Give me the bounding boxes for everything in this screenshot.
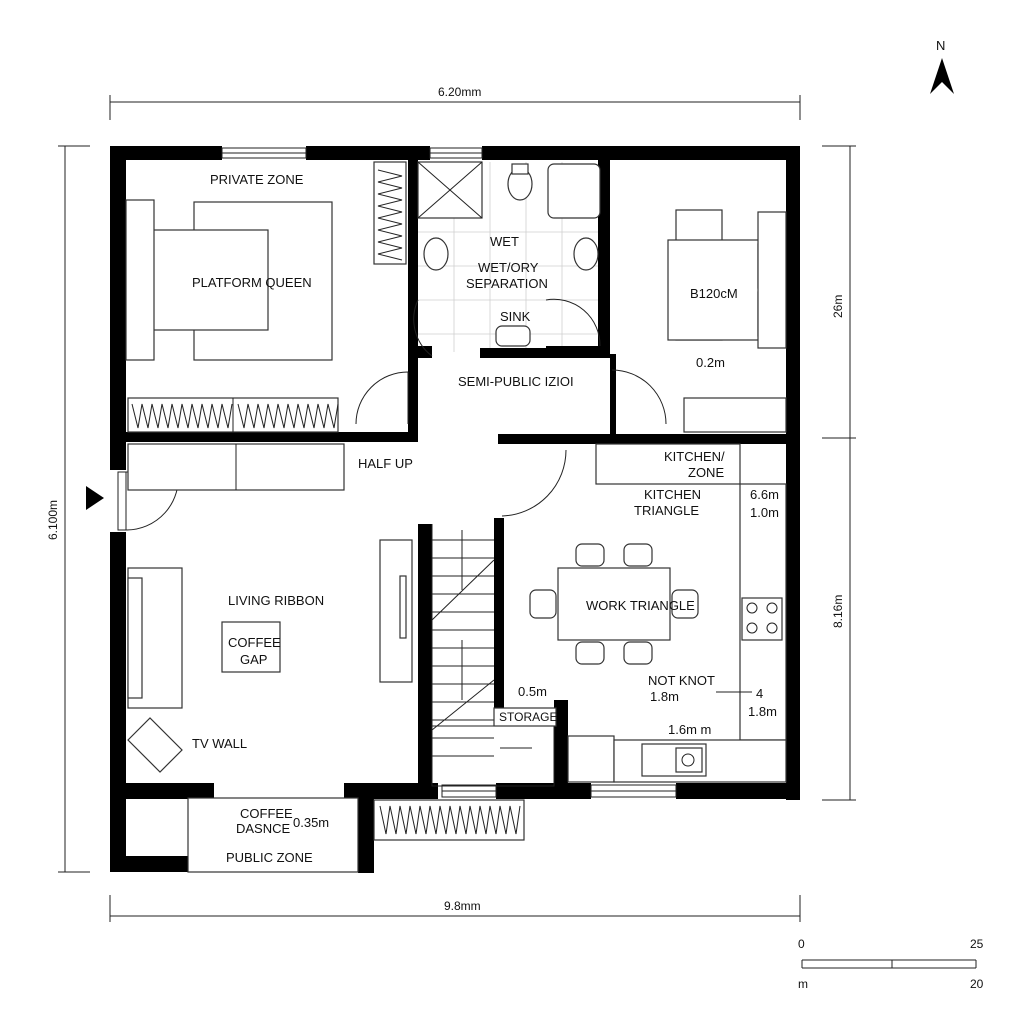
dimension-right-upper: 26m (831, 295, 845, 318)
scale-bar (801, 959, 977, 969)
label-kitchen-dim-2: 1.0m (750, 505, 779, 520)
label-bedroom-2: B120cM (690, 286, 738, 301)
dimension-lines (58, 95, 856, 922)
bedroom-1-furniture (125, 161, 407, 433)
label-kitchen-triangle-1: KITCHEN (644, 487, 701, 502)
label-living-ribbon: LIVING RIBBON (228, 593, 324, 608)
kitchen-furniture (529, 443, 787, 783)
label-kitchen-zone-1: KITCHEN/ (664, 449, 725, 464)
living-furniture (127, 443, 413, 773)
storage-tag (493, 707, 557, 727)
bathroom-fixtures (417, 161, 601, 347)
entrance-arrow-icon (86, 486, 104, 510)
label-wet: WET (490, 234, 519, 249)
scale-end-top: 25 (970, 937, 984, 951)
staircase (431, 524, 555, 787)
label-public-zone: PUBLIC ZONE (226, 850, 313, 865)
label-dim-1-6: 1.6m m (668, 722, 711, 737)
label-coffee-dasnce-dim: 0.35m (293, 815, 329, 830)
label-coffee-dasnce-1: COFFEE (240, 806, 293, 821)
label-kitchen-zone-2: ZONE (688, 465, 724, 480)
dimension-bottom: 9.8mm (444, 899, 481, 913)
compass-label: N (936, 38, 945, 53)
scale-start: 0 (798, 937, 805, 951)
doors (117, 298, 667, 531)
public-zone-furniture (187, 797, 525, 873)
scale-end-bottom: 20 (970, 977, 984, 991)
label-marker-4: 4 (756, 686, 763, 701)
dimension-right-lower: 8.16m (831, 595, 845, 628)
label-dim-1-8: 1.8m (748, 704, 777, 719)
label-storage: STORAGE (499, 710, 557, 724)
north-arrow-icon (930, 58, 954, 94)
label-not-knot: NOT KNOT (648, 673, 715, 688)
label-platform-queen: PLATFORM QUEEN (192, 275, 312, 290)
label-wet-dry: WET/ORY (478, 260, 539, 275)
label-sink: SINK (500, 309, 531, 324)
label-work-triangle: WORK TRIANGLE (586, 598, 695, 613)
label-kitchen-triangle-2: TRIANGLE (634, 503, 699, 518)
label-private-zone: PRIVATE ZONE (210, 172, 304, 187)
windows (221, 147, 677, 798)
dimension-top: 6.20mm (438, 85, 481, 99)
label-half-up: HALF UP (358, 456, 413, 471)
label-separation: SEPARATION (466, 276, 548, 291)
label-coffee-gap-1: COFFEE (228, 635, 281, 650)
label-coffee-gap-2: GAP (240, 652, 267, 667)
label-tv-wall: TV WALL (192, 736, 247, 751)
bedroom-2-furniture (667, 209, 787, 433)
label-bedroom-2-dim: 0.2m (696, 355, 725, 370)
dimension-left: 6.100m (46, 500, 60, 540)
label-kitchen-dim-1: 6.6m (750, 487, 779, 502)
walls (110, 146, 800, 873)
scale-unit: m (798, 977, 808, 991)
label-not-knot-dim: 1.8m (650, 689, 679, 704)
label-dim-0-5: 0.5m (518, 684, 547, 699)
label-coffee-dasnce-2: DASNCE (236, 821, 291, 836)
label-semi-public: SEMI-PUBLIC IZIOI (458, 374, 574, 389)
